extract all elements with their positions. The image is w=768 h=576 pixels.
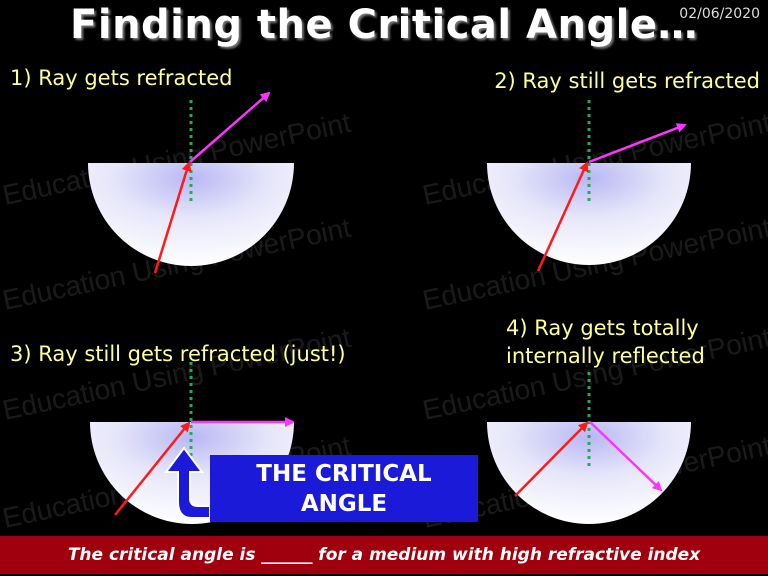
step-4-label: 4) Ray gets totally internally reflected xyxy=(506,314,705,370)
critical-angle-line1: THE CRITICAL xyxy=(256,460,432,487)
step-4-label-line1: 4) Ray gets totally xyxy=(506,316,699,340)
refracted-ray-2 xyxy=(588,123,687,164)
incident-ray-3 xyxy=(114,421,191,516)
diagram-2 xyxy=(487,100,691,272)
critical-angle-callout: THE CRITICAL ANGLE xyxy=(210,455,478,522)
step-4-label-line2: internally reflected xyxy=(506,344,705,368)
refracted-ray-1 xyxy=(189,91,271,163)
incident-ray-2 xyxy=(536,161,589,272)
glass-semicircle-1 xyxy=(88,163,294,266)
reflected-ray-4 xyxy=(589,421,663,492)
incident-ray-4 xyxy=(514,421,589,497)
footer-question: The critical angle is ______ for a mediu… xyxy=(0,536,768,574)
slide-date: 02/06/2020 xyxy=(679,6,760,22)
curved-arrow-icon xyxy=(164,446,211,519)
critical-angle-line2: ANGLE xyxy=(300,490,388,517)
watermark-5: Education Using PowerPoint xyxy=(0,322,354,426)
step-2-label: 2) Ray still gets refracted xyxy=(494,69,760,93)
diagram-4 xyxy=(487,372,691,524)
glass-semicircle-4 xyxy=(487,422,691,524)
step-1-label: 1) Ray gets refracted xyxy=(10,66,233,90)
incident-ray-1 xyxy=(153,161,192,274)
step-3-label: 3) Ray still gets refracted (just!) xyxy=(10,342,346,366)
diagram-1 xyxy=(88,91,294,274)
page-title: Finding the Critical Angle… xyxy=(70,2,698,48)
glass-semicircle-2 xyxy=(487,163,691,265)
